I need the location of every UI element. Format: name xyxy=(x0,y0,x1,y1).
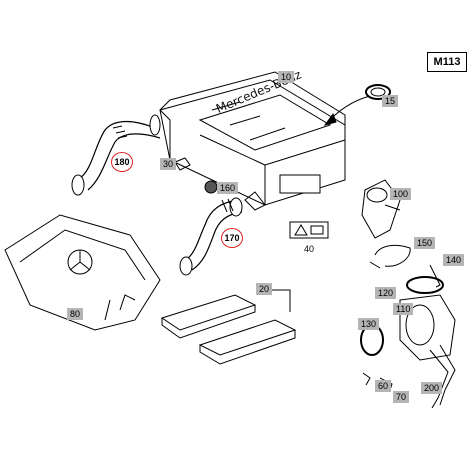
part-label-100[interactable]: 100 xyxy=(390,188,412,200)
throttle-housing-110[interactable] xyxy=(399,294,456,409)
model-code: M113 xyxy=(427,52,467,72)
part-label-40[interactable]: 40 xyxy=(304,244,315,254)
part-label-200[interactable]: 200 xyxy=(421,382,443,394)
part-label-120[interactable]: 120 xyxy=(375,287,397,299)
sealing-ring-120[interactable] xyxy=(406,276,444,294)
part-label-180[interactable]: 180 xyxy=(111,152,133,172)
part-label-130[interactable]: 130 xyxy=(358,318,380,330)
engine-cover-80[interactable] xyxy=(4,214,161,331)
part-label-110[interactable]: 110 xyxy=(393,303,414,315)
part-label-10[interactable]: 10 xyxy=(278,71,295,83)
warning-label-40[interactable] xyxy=(289,221,329,239)
part-label-60[interactable]: 60 xyxy=(375,380,392,392)
part-label-160[interactable]: 160 xyxy=(217,182,239,194)
grommet-160[interactable] xyxy=(204,180,218,194)
air-filter-housing[interactable] xyxy=(159,71,346,211)
part-label-15[interactable]: 15 xyxy=(382,95,399,107)
part-label-170[interactable]: 170 xyxy=(221,228,243,248)
part-label-20[interactable]: 20 xyxy=(256,283,273,295)
screw-60[interactable] xyxy=(362,372,371,386)
sensor-140[interactable] xyxy=(429,264,441,288)
part-label-80[interactable]: 80 xyxy=(67,308,84,320)
intake-hose-170[interactable] xyxy=(179,197,243,276)
clip-30[interactable] xyxy=(174,157,191,171)
part-label-30[interactable]: 30 xyxy=(160,158,177,170)
clamp-150[interactable] xyxy=(374,244,411,267)
part-label-150[interactable]: 150 xyxy=(414,237,436,249)
part-label-140[interactable]: 140 xyxy=(443,254,465,266)
intake-hose-180[interactable] xyxy=(71,114,161,196)
air-filter-element-20[interactable] xyxy=(160,289,297,365)
part-label-70[interactable]: 70 xyxy=(393,391,410,403)
